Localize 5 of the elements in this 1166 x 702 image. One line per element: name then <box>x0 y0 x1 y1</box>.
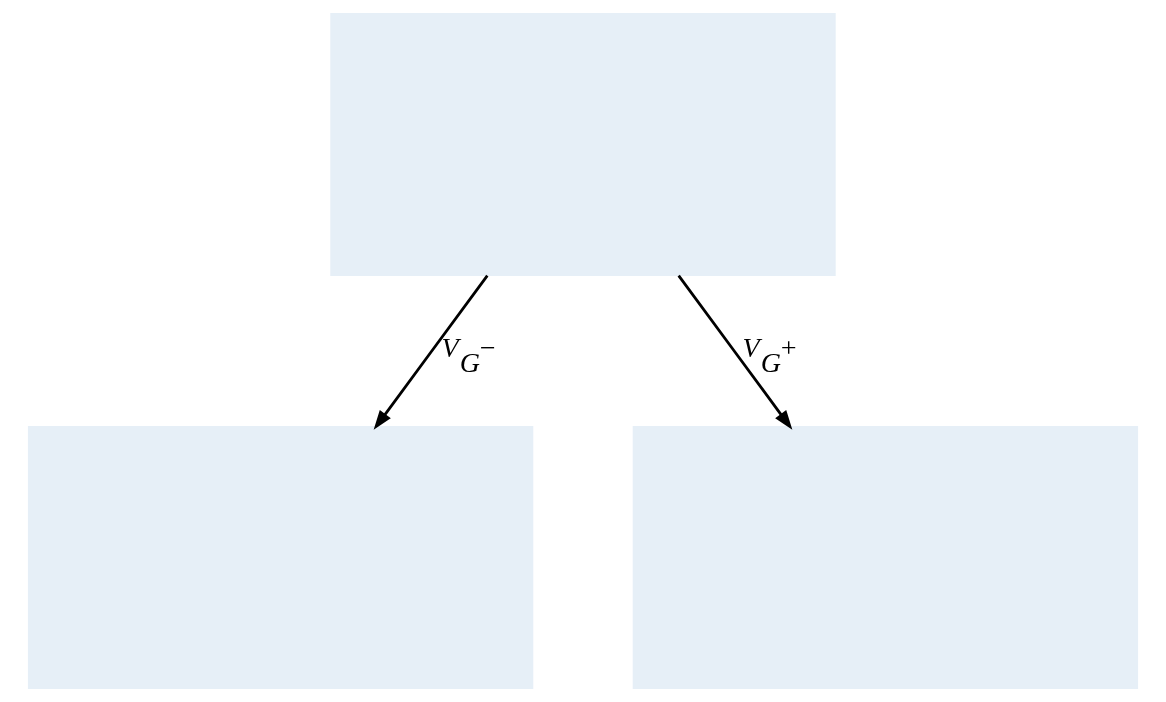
node-box <box>330 12 836 277</box>
arrow <box>677 274 793 430</box>
node-box <box>632 425 1139 690</box>
arrow <box>373 274 489 430</box>
node-box <box>27 425 534 690</box>
